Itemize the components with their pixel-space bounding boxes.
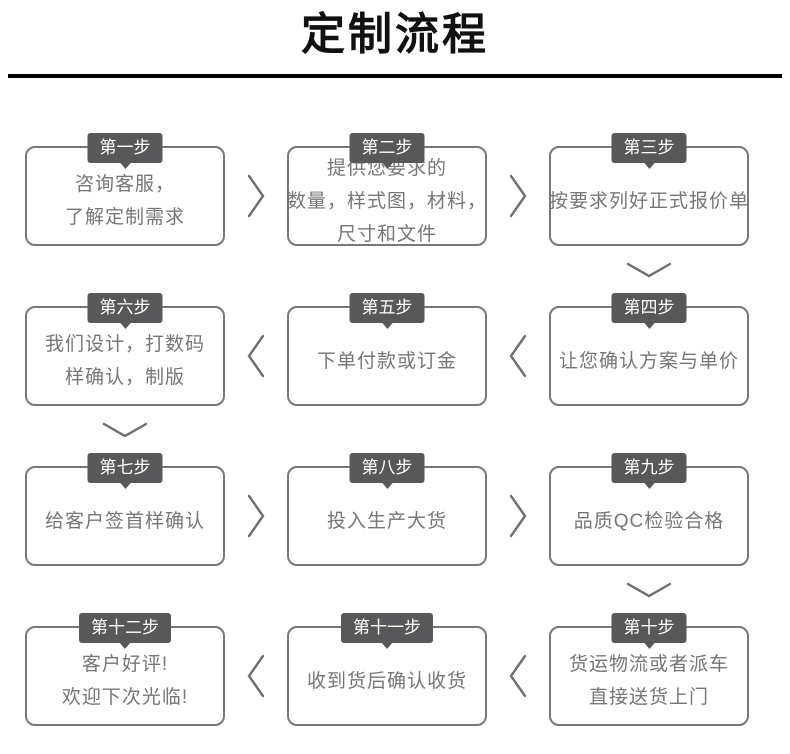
step-badge-label: 第二步 (349, 133, 425, 163)
step-10-badge: 第十步 (611, 613, 687, 649)
step-badge-label: 第七步 (87, 453, 163, 483)
step-6-badge: 第六步 (87, 293, 163, 329)
step-text: 尺寸和文件 (336, 223, 437, 245)
arrow-right-icon (487, 133, 549, 246)
step-badge-label: 第十一步 (341, 613, 433, 643)
step-3-badge: 第三步 (611, 133, 687, 169)
title-divider (8, 74, 782, 78)
step-10-card: 货运物流或者派车 直接送货上门 第十步 (549, 613, 749, 726)
step-4-card: 让您确认方案与单价 第四步 (549, 293, 749, 406)
badge-notch (381, 642, 393, 649)
step-text: 让您确认方案与单价 (558, 350, 739, 372)
step-badge-label: 第十二步 (79, 613, 171, 643)
badge-notch (643, 162, 655, 169)
arrow-down-icon (549, 246, 749, 293)
step-1-card: 咨询客服， 了解定制需求 第一步 (25, 133, 225, 246)
badge-notch (119, 322, 131, 329)
step-badge-label: 第五步 (349, 293, 425, 323)
badge-notch (643, 482, 655, 489)
step-9-card: 品质QC检验合格 第九步 (549, 453, 749, 566)
step-text: 给客户签首样确认 (44, 510, 205, 532)
step-text: 咨询客服， (74, 174, 175, 195)
step-badge-label: 第一步 (87, 133, 163, 163)
step-9-box: 品质QC检验合格 (549, 466, 749, 566)
step-6-card: 我们设计，打数码 样确认，制版 第六步 (25, 293, 225, 406)
step-text: 欢迎下次光临! (61, 687, 189, 708)
arrow-left-icon (487, 293, 549, 406)
arrow-down-icon (549, 566, 749, 613)
step-badge-label: 第十步 (611, 613, 687, 643)
step-text: 我们设计，打数码 (44, 334, 205, 355)
badge-notch (643, 322, 655, 329)
step-badge-label: 第四步 (611, 293, 687, 323)
step-8-card: 投入生产大货 第八步 (287, 453, 487, 566)
arrow-left-icon (487, 613, 549, 726)
step-badge-label: 第八步 (349, 453, 425, 483)
badge-notch (119, 482, 131, 489)
step-5-badge: 第五步 (349, 293, 425, 329)
step-12-card: 客户好评! 欢迎下次光临! 第十二步 (25, 613, 225, 726)
arrow-right-icon (225, 453, 287, 566)
step-badge-label: 第三步 (611, 133, 687, 163)
page-header: 定制流程 (0, 0, 790, 78)
step-5-card: 下单付款或订金 第五步 (287, 293, 487, 406)
step-12-badge: 第十二步 (79, 613, 171, 649)
badge-notch (381, 162, 393, 169)
step-11-badge: 第十一步 (341, 613, 433, 649)
step-11-card: 收到货后确认收货 第十一步 (287, 613, 487, 726)
process-flow-diagram: 咨询客服， 了解定制需求 第一步 提供您要求的 数量，样式图，材料， 尺寸和文件… (0, 133, 790, 726)
badge-notch (119, 642, 131, 649)
step-text: 直接送货上门 (588, 687, 709, 708)
badge-notch (381, 482, 393, 489)
step-1-badge: 第一步 (87, 133, 163, 169)
step-text: 品质QC检验合格 (573, 510, 725, 532)
step-5-box: 下单付款或订金 (287, 306, 487, 406)
step-badge-label: 第九步 (611, 453, 687, 483)
step-badge-label: 第六步 (87, 293, 163, 323)
step-text: 货运物流或者派车 (568, 654, 729, 675)
badge-notch (381, 322, 393, 329)
badge-notch (119, 162, 131, 169)
badge-notch (643, 642, 655, 649)
step-text: 收到货后确认收货 (306, 670, 467, 692)
step-8-badge: 第八步 (349, 453, 425, 489)
step-9-badge: 第九步 (611, 453, 687, 489)
step-text: 了解定制需求 (64, 207, 185, 228)
arrow-down-icon (25, 406, 225, 453)
step-text: 按要求列好正式报价单 (549, 190, 750, 212)
arrow-left-icon (225, 293, 287, 406)
step-2-card: 提供您要求的 数量，样式图，材料， 尺寸和文件 第二步 (287, 133, 487, 246)
step-7-badge: 第七步 (87, 453, 163, 489)
step-7-card: 给客户签首样确认 第七步 (25, 453, 225, 566)
step-text: 客户好评! (81, 654, 169, 675)
step-text: 样确认，制版 (64, 367, 185, 388)
step-text: 下单付款或订金 (316, 350, 457, 372)
step-4-badge: 第四步 (611, 293, 687, 329)
arrow-left-icon (225, 613, 287, 726)
step-3-card: 按要求列好正式报价单 第三步 (549, 133, 749, 246)
arrow-right-icon (225, 133, 287, 246)
step-text: 投入生产大货 (326, 510, 447, 532)
page-title: 定制流程 (301, 10, 489, 59)
step-2-badge: 第二步 (349, 133, 425, 169)
step-text: 数量，样式图，材料， (287, 190, 488, 212)
arrow-right-icon (487, 453, 549, 566)
